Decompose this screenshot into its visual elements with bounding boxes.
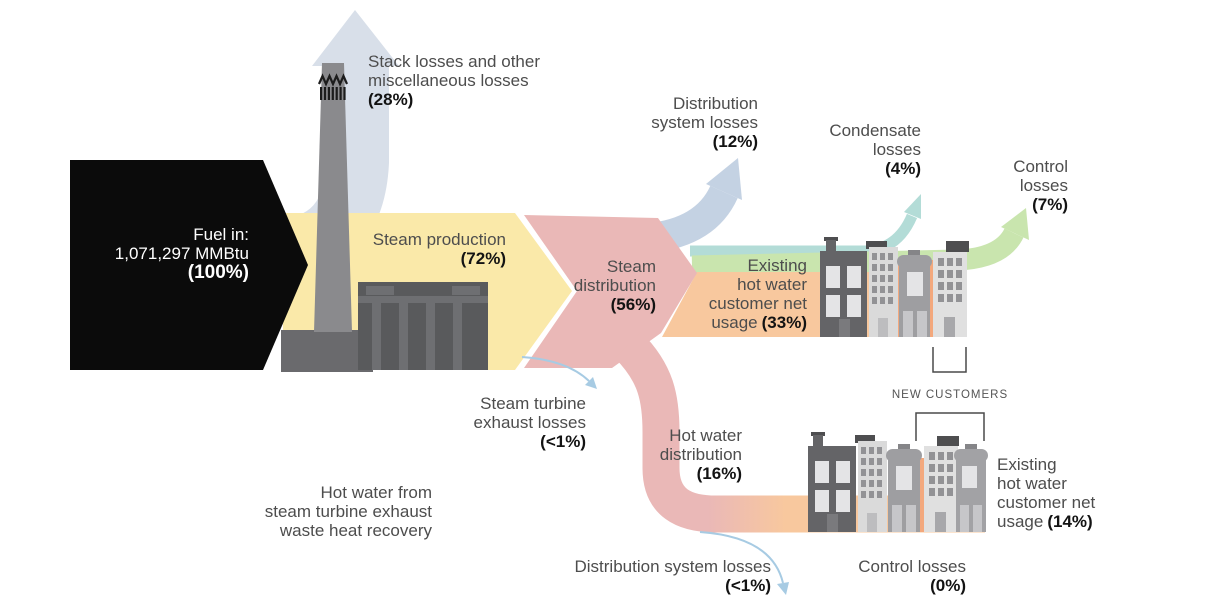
label-hot-water-distribution: Hot water distribution (16%) [659, 426, 742, 483]
new-customers-bracket-top [932, 347, 967, 373]
distribution-losses-bottom-arrow [699, 531, 784, 584]
buildings-bottom-row [808, 432, 988, 532]
chimney-zigzag [317, 73, 349, 87]
steam-turbine-exhaust-arrowhead [585, 377, 597, 389]
label-control-losses-bottom: Control losses (0%) [858, 557, 966, 595]
label-steam-production: Steam production (72%) [372, 230, 506, 268]
label-control-losses-top: Control losses (7%) [1013, 157, 1068, 214]
building-icon [933, 241, 969, 337]
label-heat-recovery-note: Hot water from steam turbine exhaust was… [264, 483, 432, 540]
label-fuel-in: Fuel in: 1,071,297 MMBtu (100%) [114, 225, 249, 283]
distribution-losses-bottom-arrowhead [777, 582, 789, 595]
label-steam-distribution: Steam distribution (56%) [573, 257, 656, 314]
condensate-losses-flow [690, 213, 918, 257]
building-icon [855, 435, 887, 532]
label-existing-customer-bottom: Existing hot water customer net usage(14… [997, 455, 1096, 531]
chimney-stripes [320, 87, 346, 100]
control-losses-arrowhead [1001, 208, 1029, 240]
hot-water-distribution-band [614, 331, 748, 533]
label-steam-turbine-exhaust-losses: Steam turbine exhaust losses (<1%) [473, 394, 586, 451]
label-condensate-losses: Condensate losses (4%) [829, 121, 921, 178]
stack-losses-arrowhead [312, 10, 399, 66]
plant-base [281, 330, 373, 372]
building-icon [808, 432, 856, 532]
label-new-customers: NEW CUSTOMERS [891, 389, 1009, 401]
steam-turbine-exhaust-arrow [521, 356, 590, 382]
condensate-losses-arrowhead [904, 194, 921, 219]
building-icon [954, 444, 988, 532]
building-icon [897, 250, 932, 337]
building-icon [924, 436, 959, 532]
buildings-top-row [820, 237, 969, 337]
chimney-icon [314, 63, 352, 332]
label-existing-customer-top: Existing hot water customer net usage(33… [708, 256, 807, 332]
label-distribution-system-losses-bottom: Distribution system losses (<1%) [574, 557, 771, 595]
label-stack-losses: Stack losses and other miscellaneous los… [368, 52, 540, 109]
fuel-in-arrow [70, 160, 308, 370]
label-distribution-system-losses: Distribution system losses (12%) [651, 94, 758, 151]
power-plant-icon [281, 63, 488, 372]
distribution-losses-arrowhead [706, 158, 742, 200]
new-customers-bracket-bottom [915, 412, 985, 441]
building-icon [820, 237, 867, 337]
building-icon [866, 241, 898, 337]
steam-distribution-band [524, 215, 697, 368]
building-icon [886, 444, 922, 532]
